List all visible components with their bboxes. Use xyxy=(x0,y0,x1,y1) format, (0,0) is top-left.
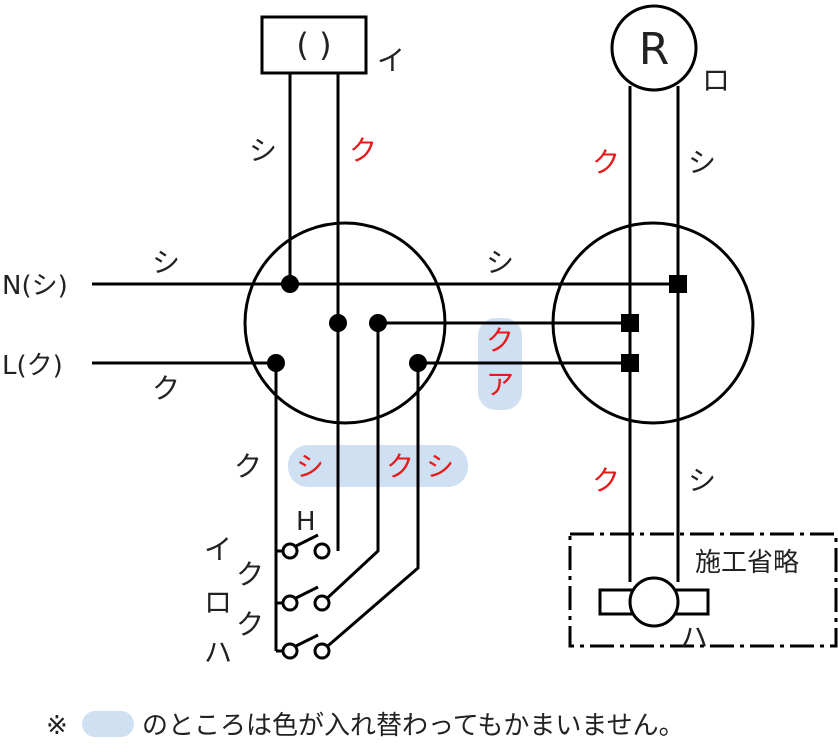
wires xyxy=(92,73,680,653)
label-lower-shi1: シ xyxy=(296,450,324,483)
label-switch-row2-wire: ク xyxy=(236,558,264,591)
fixture-tag: イ xyxy=(377,44,405,77)
switch-terminals xyxy=(281,542,331,660)
outlet-tag: ハ xyxy=(680,621,708,654)
label-fixture-left-wire: シ xyxy=(249,134,277,167)
label-fixture-right-wire: ク xyxy=(349,134,377,167)
label-switch-row2: ロ xyxy=(204,586,232,619)
outlet-circle xyxy=(628,576,680,628)
omitted-area xyxy=(568,532,838,648)
label-between-mid-lower: ア xyxy=(486,368,514,401)
label-l-wire: ク xyxy=(152,372,180,405)
label-switch-row3-wire: ク xyxy=(236,608,264,641)
footnote-text: のところは色が入れ替わってもかまいません。 xyxy=(142,711,685,741)
label-l-feed: L(ク) xyxy=(2,351,63,381)
label-between-top: シ xyxy=(486,246,514,279)
footnote-symbol: ※ xyxy=(46,711,68,741)
label-lower-k: ク xyxy=(234,450,262,483)
label-between-mid-upper: ク xyxy=(486,324,514,357)
lamp-symbol: R xyxy=(639,24,670,75)
label-switch-row1: イ xyxy=(204,533,232,566)
lamp-tag: ロ xyxy=(702,64,730,97)
label-lamp-left-wire: ク xyxy=(592,146,620,179)
splice-squares-right xyxy=(621,275,687,372)
label-lamp-right-wire: シ xyxy=(688,146,716,179)
label-lower-shi2: シ xyxy=(426,450,454,483)
label-lower-right-left-wire: ク xyxy=(592,464,620,497)
label-n-wire: シ xyxy=(152,246,180,279)
splice-dots-left xyxy=(267,275,427,372)
label-switch-row3: ハ xyxy=(204,636,232,669)
fixture-box xyxy=(260,15,368,75)
omitted-label: 施工省略 xyxy=(695,548,799,578)
fixture-label: ( ) xyxy=(296,26,331,64)
label-n-feed: N(シ) xyxy=(2,271,68,301)
label-lower-right-right-wire: シ xyxy=(688,464,716,497)
highlight-legend-swatch xyxy=(82,711,134,737)
label-lower-k2: ク xyxy=(386,450,414,483)
lamp-circle xyxy=(610,4,698,92)
label-switch-h: H xyxy=(296,507,316,537)
